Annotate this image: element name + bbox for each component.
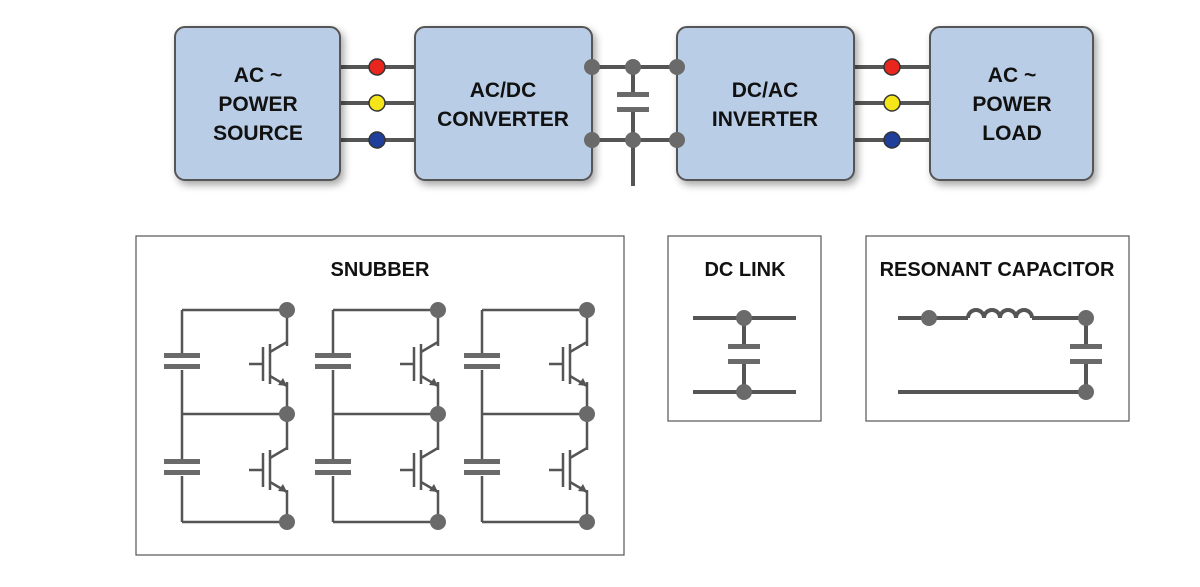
igbt-transistor-icon <box>400 446 439 494</box>
igbt-transistor-icon <box>249 340 288 388</box>
igbt-transistor-icon <box>549 446 588 494</box>
inductor-icon <box>966 308 1034 319</box>
junction-dot-icon <box>736 384 752 400</box>
load-label-line3: LOAD <box>982 122 1042 145</box>
snubber-title: SNUBBER <box>331 259 430 281</box>
capacitor-icon <box>728 344 760 364</box>
load-phase-connectors <box>883 58 901 149</box>
phase-a-dot-icon <box>368 58 386 76</box>
source-label-line2: POWER <box>218 93 297 116</box>
junction-dot-icon <box>584 59 600 75</box>
resonant-title: RESONANT CAPACITOR <box>880 259 1115 281</box>
dc-link-panel: DC LINK <box>667 235 822 422</box>
dc-bus-junctions <box>584 59 685 148</box>
snubber-panel: SNUBBER <box>135 235 625 556</box>
junction-dot-icon <box>279 514 295 530</box>
snubber-leg <box>164 302 295 530</box>
capacitor-icon <box>315 459 351 475</box>
block-ac-dc-converter: AC/DC CONVERTER <box>414 26 593 181</box>
junction-dot-icon <box>430 514 446 530</box>
inverter-label-line2: INVERTER <box>712 108 818 131</box>
dc-link-title: DC LINK <box>704 259 786 281</box>
snubber-cells <box>164 302 595 530</box>
junction-dot-icon <box>736 310 752 326</box>
junction-dot-icon <box>430 302 446 318</box>
junction-dot-icon <box>579 406 595 422</box>
junction-dot-icon <box>669 59 685 75</box>
load-label-line2: POWER <box>972 93 1051 116</box>
block-ac-power-source: AC ~ POWER SOURCE <box>174 26 341 181</box>
junction-dot-icon <box>279 406 295 422</box>
capacitor-icon <box>464 353 500 369</box>
junction-dot-icon <box>921 310 937 326</box>
snubber-leg <box>464 302 595 530</box>
phase-b-dot-icon <box>883 94 901 112</box>
inverter-label-line1: DC/AC <box>732 79 799 102</box>
phase-a-dot-icon <box>883 58 901 76</box>
junction-dot-icon <box>1078 310 1094 326</box>
dc-bus-capacitor-icon <box>617 92 649 112</box>
capacitor-icon <box>164 353 200 369</box>
converter-label-line2: CONVERTER <box>437 108 569 131</box>
source-label-line1: AC ~ <box>234 64 282 87</box>
junction-dot-icon <box>584 132 600 148</box>
phase-c-dot-icon <box>368 131 386 149</box>
source-phase-connectors <box>368 58 386 149</box>
block-dc-ac-inverter: DC/AC INVERTER <box>676 26 855 181</box>
junction-dot-icon <box>625 132 641 148</box>
junction-dot-icon <box>1078 384 1094 400</box>
junction-dot-icon <box>579 302 595 318</box>
junction-dot-icon <box>279 302 295 318</box>
capacitor-icon <box>1070 344 1102 364</box>
capacitor-icon <box>164 459 200 475</box>
capacitor-icon <box>464 459 500 475</box>
igbt-transistor-icon <box>249 446 288 494</box>
phase-c-dot-icon <box>883 131 901 149</box>
converter-label-line1: AC/DC <box>470 79 537 102</box>
junction-dot-icon <box>669 132 685 148</box>
resonant-capacitor-panel: RESONANT CAPACITOR <box>865 235 1130 422</box>
load-label-line1: AC ~ <box>988 64 1036 87</box>
snubber-leg <box>315 302 446 530</box>
igbt-transistor-icon <box>549 340 588 388</box>
source-label-line3: SOURCE <box>213 122 303 145</box>
capacitor-icon <box>315 353 351 369</box>
junction-dot-icon <box>625 59 641 75</box>
junction-dot-icon <box>579 514 595 530</box>
junction-dot-icon <box>430 406 446 422</box>
phase-b-dot-icon <box>368 94 386 112</box>
igbt-transistor-icon <box>400 340 439 388</box>
block-ac-power-load: AC ~ POWER LOAD <box>929 26 1094 181</box>
